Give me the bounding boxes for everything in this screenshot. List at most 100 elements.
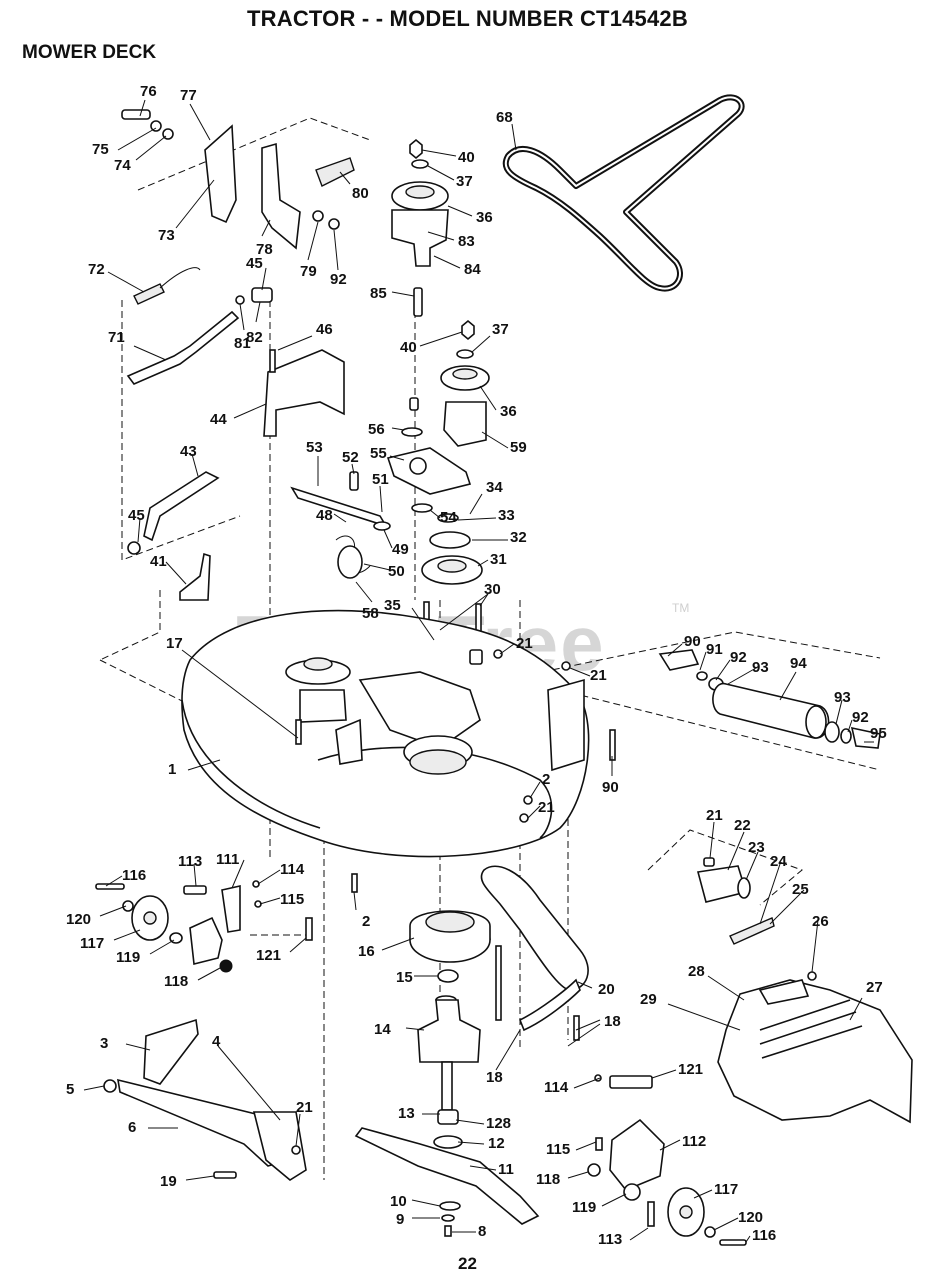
callout-37-lower: 37 [492, 321, 509, 338]
watermark-trademark: TM [672, 601, 689, 615]
page-number: 22 [458, 1254, 477, 1273]
callout-33: 33 [498, 507, 515, 524]
callout-91: 91 [706, 641, 723, 658]
callout-121-a: 121 [256, 947, 281, 964]
callout-113-a: 113 [178, 853, 202, 870]
callout-93-b: 93 [834, 689, 851, 706]
discharge-chute-assembly [696, 857, 913, 1124]
callout-22: 22 [734, 817, 751, 834]
mandrel-pulley [421, 513, 483, 661]
callout-119-b: 119 [572, 1199, 596, 1216]
callout-2-b: 2 [362, 913, 370, 930]
callout-24: 24 [770, 853, 787, 870]
callout-23: 23 [748, 839, 765, 856]
callout-12: 12 [488, 1135, 505, 1152]
callout-114-b: 114 [544, 1079, 569, 1096]
idler-arm-assembly [290, 447, 472, 579]
gauge-wheel-left [95, 880, 313, 973]
callout-13: 13 [398, 1105, 415, 1122]
callout-71: 71 [108, 329, 125, 346]
callout-79: 79 [300, 263, 317, 280]
callout-2-a: 2 [542, 771, 550, 788]
callout-labels: 76 77 75 74 73 78 79 92 80 40 37 36 83 8… [66, 83, 887, 1248]
callout-75: 75 [92, 141, 109, 158]
left-lift-link [127, 471, 220, 601]
callout-82: 82 [246, 329, 263, 346]
callout-21-e: 21 [296, 1099, 313, 1116]
callout-44: 44 [210, 411, 227, 428]
callout-43: 43 [180, 443, 197, 460]
mower-blade-11 [354, 1127, 540, 1237]
callout-14: 14 [374, 1021, 391, 1038]
gauge-wheel-right [587, 1074, 747, 1246]
callout-52: 52 [342, 449, 359, 466]
callout-121-b: 121 [678, 1061, 703, 1078]
callout-16: 16 [358, 943, 375, 960]
callout-81: 81 [234, 335, 251, 352]
callout-31: 31 [490, 551, 507, 568]
callout-90-b: 90 [602, 779, 619, 796]
callout-37: 37 [456, 173, 473, 190]
callout-92-b: 92 [852, 709, 869, 726]
callout-78: 78 [256, 241, 273, 258]
v-belt-68 [502, 94, 745, 292]
callout-48: 48 [316, 507, 333, 524]
callout-120-b: 120 [738, 1209, 763, 1226]
callout-49: 49 [392, 541, 409, 558]
callout-6: 6 [128, 1119, 136, 1136]
deck-hanger-arms [103, 1018, 307, 1181]
spring-and-rod-assembly [126, 267, 273, 385]
callout-36-lower: 36 [500, 403, 517, 420]
callout-117-b: 117 [714, 1181, 738, 1198]
callout-114-a: 114 [280, 861, 305, 878]
callout-45-lower: 45 [128, 507, 145, 524]
idler-pulley-lower [401, 319, 490, 447]
callout-9: 9 [396, 1211, 404, 1228]
callout-118-b: 118 [536, 1171, 560, 1188]
callout-41: 41 [150, 553, 167, 570]
callout-116-b: 116 [752, 1227, 776, 1244]
callout-46: 46 [316, 321, 333, 338]
callout-leaders [83, 99, 874, 1243]
callout-72: 72 [88, 261, 105, 278]
callout-73: 73 [158, 227, 175, 244]
callout-36: 36 [476, 209, 493, 226]
callout-118-a: 118 [164, 973, 188, 990]
callout-5: 5 [66, 1081, 74, 1098]
callout-45-upper: 45 [246, 255, 263, 272]
callout-115-b: 115 [546, 1141, 570, 1158]
mower-deck-housing [181, 609, 590, 858]
page-title: TRACTOR - - MODEL NUMBER CT14542B [247, 6, 688, 31]
callout-25: 25 [792, 881, 809, 898]
anti-scalp-roller-assembly [609, 649, 881, 761]
callout-90-a: 90 [684, 633, 701, 650]
callout-59: 59 [510, 439, 527, 456]
callout-92: 92 [330, 271, 347, 288]
deck-lift-bracket-assembly [121, 109, 355, 250]
callout-50: 50 [388, 563, 405, 580]
callout-95: 95 [870, 725, 887, 742]
callout-18-b: 18 [486, 1069, 503, 1086]
idler-pulley-upper [391, 138, 449, 317]
callout-80: 80 [352, 185, 369, 202]
callout-53: 53 [306, 439, 323, 456]
callout-21-d: 21 [706, 807, 723, 824]
callout-68: 68 [496, 109, 513, 126]
callout-77: 77 [180, 87, 197, 104]
callout-85: 85 [370, 285, 387, 302]
callout-27: 27 [866, 979, 883, 996]
spindle-assembly [409, 865, 589, 1149]
callout-21-a: 21 [516, 635, 533, 652]
hardware-fasteners [295, 649, 580, 1041]
callout-115-a: 115 [280, 891, 304, 908]
callout-111: 111 [216, 851, 239, 868]
callout-113-b: 113 [598, 1231, 622, 1248]
callout-35: 35 [384, 597, 401, 614]
callout-21-b: 21 [590, 667, 607, 684]
callout-83: 83 [458, 233, 475, 250]
callout-40: 40 [458, 149, 475, 166]
callout-74: 74 [114, 157, 131, 174]
callout-26: 26 [812, 913, 829, 930]
callout-3: 3 [100, 1035, 108, 1052]
